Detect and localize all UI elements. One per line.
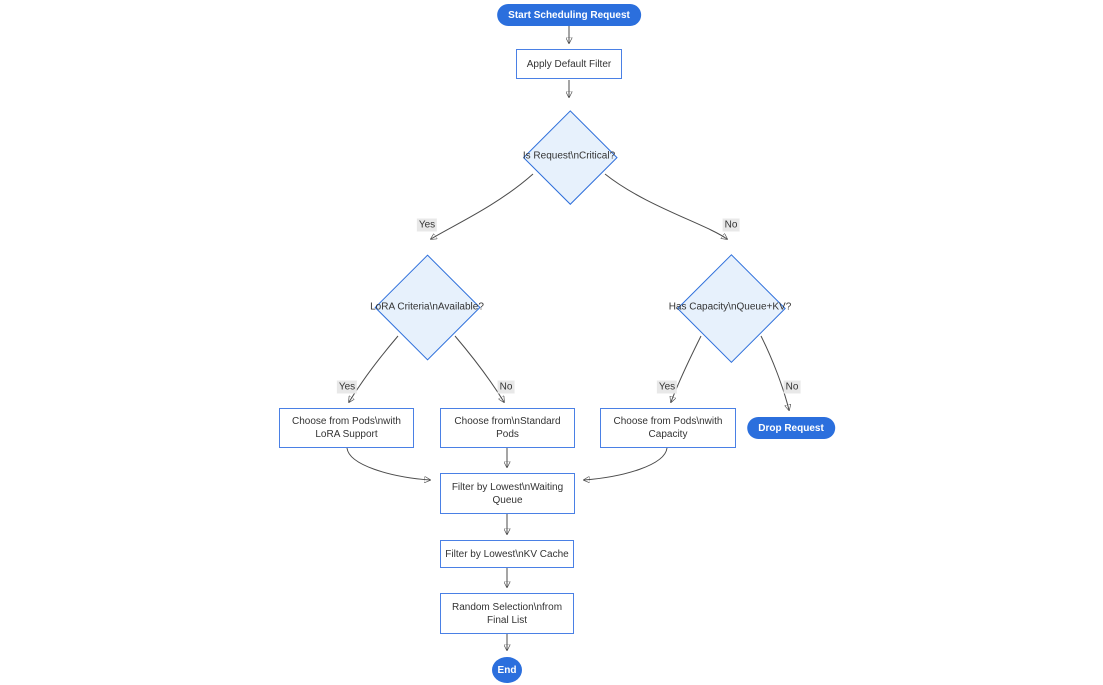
node-choose-pods-capacity: Choose from Pods\nwith Capacity bbox=[600, 408, 736, 448]
node-choose-pods-lora-support: Choose from Pods\nwith LoRA Support bbox=[279, 408, 414, 448]
edge-choose-lora-to-filter-waiting bbox=[346, 447, 430, 480]
node-random-selection-final-list: Random Selection\nfrom Final List bbox=[440, 593, 574, 634]
node-filter-lowest-waiting-queue: Filter by Lowest\nWaiting Queue bbox=[440, 473, 575, 514]
edge-label-capacity-no: No bbox=[783, 380, 801, 394]
edge-lora-no-to-choose-standard bbox=[454, 335, 504, 402]
node-end: End bbox=[492, 657, 522, 683]
edge-label-lora-no: No bbox=[497, 380, 515, 394]
node-apply-default-filter: Apply Default Filter bbox=[516, 49, 622, 79]
node-is-request-critical: Is Request\nCritical? bbox=[523, 109, 618, 205]
diamond-label: LoRA Criteria\nAvailable? bbox=[370, 301, 484, 313]
edge-capacity-no-to-drop-request bbox=[760, 335, 789, 410]
node-has-capacity-queue-kv: Has Capacity\nQueue+KV? bbox=[669, 253, 791, 363]
diamond-label: Is Request\nCritical? bbox=[522, 150, 616, 162]
edge-is-critical-yes-to-lora bbox=[431, 173, 534, 239]
edge-label-critical-no: No bbox=[722, 218, 740, 232]
edge-lora-yes-to-choose-lora bbox=[349, 335, 399, 402]
node-lora-criteria-available: LoRA Criteria\nAvailable? bbox=[370, 254, 484, 362]
node-drop-request: Drop Request bbox=[747, 417, 835, 439]
node-start: Start Scheduling Request bbox=[497, 4, 641, 26]
edge-label-lora-yes: Yes bbox=[336, 380, 358, 394]
edge-capacity-yes-to-choose-capacity bbox=[671, 335, 702, 402]
diamond-label: Has Capacity\nQueue+KV? bbox=[668, 301, 792, 313]
node-filter-lowest-kv-cache: Filter by Lowest\nKV Cache bbox=[440, 540, 574, 568]
edge-choose-capacity-to-filter-waiting bbox=[584, 447, 668, 480]
edge-is-critical-no-to-capacity bbox=[604, 173, 727, 239]
edge-label-critical-yes: Yes bbox=[416, 218, 438, 232]
edge-label-capacity-yes: Yes bbox=[656, 380, 678, 394]
node-choose-standard-pods: Choose from\nStandard Pods bbox=[440, 408, 575, 448]
